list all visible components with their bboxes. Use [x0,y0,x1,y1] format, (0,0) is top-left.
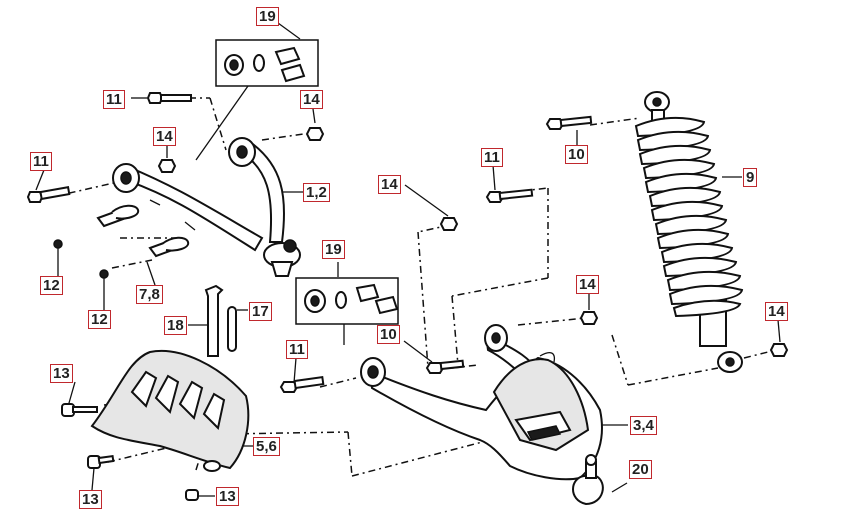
callout-9-shock-absorber: 9 [743,168,758,187]
callout-7-8-clips: 7,8 [136,285,163,304]
callout-13-screw-a: 13 [50,364,73,383]
callout-14-shock-nut: 14 [765,302,788,321]
upper-control-arm [112,137,301,277]
callout-14-lower-arm-nut: 14 [576,275,599,294]
ball-joint [572,454,604,506]
callout-12-nut-b: 12 [88,310,111,329]
bolts-and-nuts [26,92,789,501]
callout-11-mid-bolt: 11 [481,148,503,167]
coil-spring [634,116,744,318]
lower-control-arm [360,324,603,481]
callout-14-mid-nut: 14 [378,175,401,194]
callout-11-left-bolt: 11 [30,152,52,171]
callout-18-shim: 18 [164,316,187,335]
bushing-kit-middle [295,277,399,325]
callout-12-nut-a: 12 [40,276,63,295]
callout-20-ball-joint: 20 [629,460,652,479]
callout-14-upper-arm-nut: 14 [153,127,176,146]
callout-10-lower-bolt: 10 [377,325,400,344]
shock-absorber-spring [634,91,744,373]
callout-19-mid-bushing-kit: 19 [322,240,345,259]
callout-10-shock-bolt: 10 [565,145,588,164]
skid-plate [90,349,250,472]
callout-11-upper-bolt: 11 [103,90,125,109]
callout-17-spacer: 17 [249,302,272,321]
callout-11-lower-bolt: 11 [286,340,308,359]
callout-14-upper-nut: 14 [300,90,323,109]
bushing-kit-top [195,39,319,161]
callout-19-upper-bushing-kit: 19 [256,7,279,26]
brake-line-clips [96,204,190,258]
callout-1-2-upper-arm: 1,2 [303,183,330,202]
callout-13-screw-c: 13 [216,487,239,506]
shim-and-spacer [204,284,237,357]
callout-3-4-lower-arm: 3,4 [630,416,657,435]
callout-5-6-skid-plate: 5,6 [253,437,280,456]
callout-13-screw-b: 13 [79,490,102,509]
